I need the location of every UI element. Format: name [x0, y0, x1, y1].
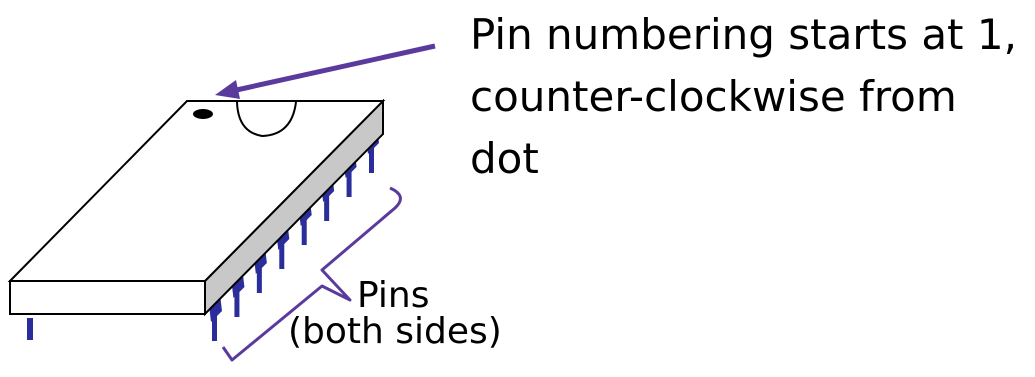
pin-leg [279, 237, 285, 269]
pins-sublabel: (both sides) [288, 311, 502, 352]
pin-leg [234, 285, 240, 317]
pin-leg [346, 165, 352, 197]
chip-top-face [7, 100, 386, 282]
orientation-notch [236, 101, 297, 138]
pin-numbering-note: Pin numbering starts at 1, counter-clock… [470, 4, 1017, 190]
pin-leg [301, 213, 307, 245]
pin-leg [369, 141, 374, 173]
pins-label: Pins [357, 275, 430, 316]
pin-leg [324, 189, 330, 221]
pin-numbering-note-line-2: counter-clockwise from [470, 72, 957, 121]
pin-numbering-note-line-3: dot [470, 134, 539, 183]
pin-numbering-note-line-1: Pin numbering starts at 1, [470, 10, 1017, 59]
pin-back-row [27, 318, 33, 340]
pin-one-dot [193, 109, 213, 119]
annotation-arrow-head [215, 80, 240, 99]
pins-brace [221, 186, 402, 362]
chip-end-face [9, 280, 206, 315]
pin-leg [212, 309, 217, 341]
pin-leg [256, 261, 262, 293]
annotation-arrow-line [231, 43, 436, 94]
